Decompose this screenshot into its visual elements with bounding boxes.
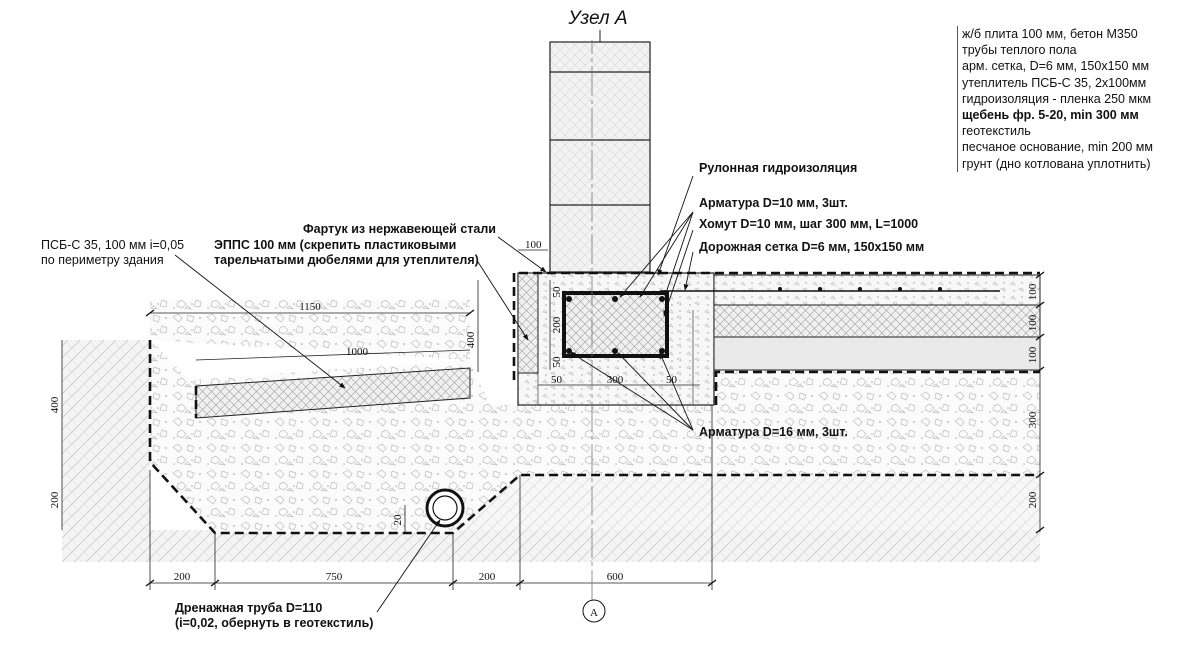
dim-20: 20 — [392, 514, 404, 526]
label-drain-line1: Дренажная труба D=110 — [175, 601, 322, 615]
dim-50-d: 50 — [666, 374, 678, 386]
label-psb-line1: ПСБ-С 35, 100 мм i=0,05 — [41, 238, 184, 252]
dim-right-100-b: 100 — [1027, 314, 1039, 331]
waterproofing-lines — [148, 271, 1040, 535]
layer-spec-table: ж/б плита 100 мм, бетон М350 трубы тепло… — [957, 26, 1198, 172]
dim-200-beam: 200 — [551, 316, 563, 333]
gravel-top — [150, 300, 470, 360]
brick-wall — [549, 30, 651, 273]
dim-right-100-a: 100 — [1027, 283, 1039, 300]
label-epps-line1: ЭППС 100 мм (скрепить пластиковыми — [214, 238, 456, 252]
epps-vertical — [517, 272, 539, 374]
label-psb-line2: по периметру здания — [41, 253, 164, 267]
axis-marker: A — [582, 599, 606, 623]
layer-spec-row: песчаное основание, min 200 мм — [962, 140, 1153, 155]
dim-300: 300 — [607, 374, 624, 386]
layer-spec-row: геотекстиль — [962, 124, 1031, 139]
label-epps-line2: тарельчатыми дюбелями для утеплителя) — [214, 253, 479, 267]
label-stirrup: Хомут D=10 мм, шаг 300 мм, L=1000 — [699, 217, 918, 231]
label-drain-line2: (i=0,02, обернуть в геотекстиль) — [175, 616, 373, 630]
dim-50-c: 50 — [551, 374, 563, 386]
dim-50-a: 50 — [551, 286, 563, 298]
dim-200-left: 200 — [49, 491, 61, 508]
dim-bottom-600: 600 — [607, 571, 624, 583]
leader-lines — [174, 175, 694, 613]
dim-bottom-200-b: 200 — [479, 571, 496, 583]
dim-1000: 1000 — [346, 346, 369, 358]
dim-400-wall: 400 — [465, 331, 477, 348]
floor-layers — [660, 274, 1041, 371]
label-apron: Фартук из нержавеющей стали — [303, 222, 496, 236]
foundation-beam — [517, 272, 715, 406]
dim-right-200: 200 — [1027, 491, 1039, 508]
dim-100-top: 100 — [525, 239, 542, 251]
dim-right-100-c: 100 — [1027, 346, 1039, 363]
soil-left — [62, 340, 150, 560]
layer-spec-row: гидроизоляция - пленка 250 мкм — [962, 91, 1152, 106]
label-road-mesh: Дорожная сетка D=6 мм, 150х150 мм — [699, 240, 924, 254]
dim-right-300: 300 — [1027, 411, 1039, 428]
sand-base — [453, 475, 1040, 530]
axis-label: A — [590, 607, 598, 619]
dimension-ticks — [145, 271, 1045, 587]
layer-spec-row: трубы теплого пола — [962, 43, 1077, 58]
stirrup-rect — [562, 291, 669, 358]
dim-bottom-750: 750 — [326, 571, 343, 583]
dim-50-b: 50 — [551, 356, 563, 368]
soil-bottom — [62, 530, 1040, 562]
layer-spec-row: ж/б плита 100 мм, бетон М350 — [962, 27, 1138, 41]
layer-spec-row: арм. сетка, D=6 мм, 150х150 мм — [962, 59, 1150, 74]
drain-pipe — [425, 488, 465, 528]
drawing-title: Узел А — [567, 8, 627, 29]
layer-spec-row: утеплитель ПСБ-С 35, 2х100мм — [962, 75, 1147, 90]
label-roll-waterproofing: Рулонная гидроизоляция — [699, 161, 857, 175]
dim-400-side: 400 — [49, 396, 61, 413]
label-rebar-16: Арматура D=16 мм, 3шт. — [699, 425, 848, 439]
layer-spec-row: грунт (дно котлована уплотнить) — [962, 156, 1151, 171]
dim-bottom-200-a: 200 — [174, 571, 191, 583]
dim-1150: 1150 — [299, 301, 321, 313]
label-rebar-10: Арматура D=10 мм, 3шт. — [699, 196, 848, 210]
dimension-lines — [61, 40, 1041, 600]
layer-spec-row: щебень фр. 5-20, min 300 мм — [962, 108, 1139, 123]
